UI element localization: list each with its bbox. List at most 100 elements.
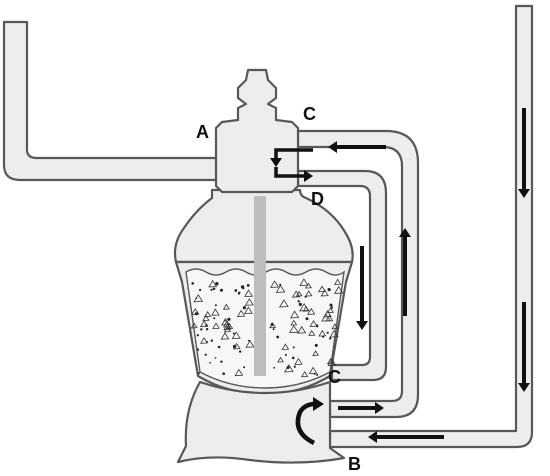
- sand-grain: [333, 285, 344, 294]
- sand-grain: [320, 289, 329, 297]
- sand-grain: [284, 353, 287, 356]
- sand-grain: [300, 371, 309, 378]
- sand-grain: [275, 284, 286, 293]
- sand-grain: [312, 350, 319, 356]
- sand-grain: [223, 323, 232, 330]
- label-c-bottom: C: [328, 367, 341, 387]
- sand-grain: [225, 322, 234, 330]
- sand-grain: [212, 287, 216, 291]
- sand-grain: [329, 303, 333, 307]
- sand-grain: [322, 335, 325, 338]
- sand-grain: [305, 290, 313, 297]
- valve-flow-arrows: [270, 148, 313, 182]
- sand-grain: [199, 288, 202, 292]
- sand-grain: [210, 339, 213, 342]
- sand-grain: [242, 306, 246, 310]
- sand-grain: [277, 356, 284, 363]
- sand-grain: [298, 302, 302, 306]
- sand-grain: [281, 343, 290, 351]
- sand-grain: [232, 332, 235, 335]
- sand-grain: [214, 357, 217, 359]
- sand-grain: [291, 290, 301, 298]
- sand-grain: [290, 319, 298, 326]
- sand-grain: [309, 320, 318, 327]
- sand-grain: [199, 337, 208, 344]
- sand-grain: [217, 345, 221, 349]
- sand-grain: [329, 337, 332, 340]
- sand-grain: [326, 357, 335, 365]
- sand-grain: [197, 372, 200, 375]
- sand-grain: [243, 306, 253, 314]
- pump-base: [176, 380, 346, 464]
- sand-grain: [236, 309, 246, 317]
- sand-grain: [327, 358, 337, 366]
- sand-grain: [270, 323, 274, 326]
- sand-grain: [283, 364, 294, 373]
- sand-grain: [227, 317, 231, 321]
- sand-grain: [200, 328, 203, 331]
- sand-grain: [220, 332, 230, 340]
- sand-grain: [313, 373, 316, 376]
- sand-grain: [243, 366, 246, 369]
- sand-grain: [246, 284, 250, 287]
- arrow-down-right-pipe-top: [518, 108, 530, 198]
- sand-grain: [292, 346, 295, 349]
- sand-grain: [190, 322, 198, 329]
- sand-grain: [205, 328, 209, 331]
- sand-grain: [195, 297, 198, 300]
- sand-grain: [294, 357, 303, 366]
- sand-grain: [196, 334, 199, 337]
- sand-grain: [326, 307, 335, 314]
- sand-grain: [220, 360, 223, 363]
- sand-grain: [327, 288, 331, 292]
- sand-grain: [232, 342, 241, 350]
- sand-grain: [304, 282, 312, 289]
- sand-grain: [222, 372, 225, 376]
- sand-grain: [329, 329, 339, 338]
- sand-grain: [299, 303, 309, 312]
- sand-grain: [244, 298, 254, 306]
- flow-arrows: [270, 108, 530, 446]
- sand-grain: [210, 288, 213, 291]
- label-b: B: [348, 454, 361, 474]
- center-standpipe: [254, 196, 266, 376]
- sand-grain: [270, 280, 280, 288]
- arrow-down-inner-loop: [356, 246, 368, 330]
- sand-grain: [203, 311, 212, 318]
- sand-grain: [245, 340, 255, 348]
- sand-grain: [278, 299, 289, 308]
- sand-grain: [305, 317, 309, 321]
- sand-grain: [316, 325, 319, 328]
- sand-grain: [212, 322, 220, 330]
- sand-grain: [288, 324, 299, 334]
- label-c-top: C: [303, 104, 316, 124]
- sand-grain: [299, 278, 309, 286]
- sand-grain: [293, 365, 296, 368]
- sand-grain: [204, 353, 207, 356]
- sand-grain: [191, 282, 194, 285]
- arrow-down-right-pipe-bottom: [518, 302, 530, 392]
- sand-grain: [289, 310, 300, 319]
- sand-grain: [234, 289, 238, 292]
- inlet-pipe-A: [2, 20, 224, 182]
- sand-grain: [240, 285, 245, 289]
- sand-grain: [239, 350, 242, 353]
- sand-grain: [215, 282, 219, 286]
- label-d: D: [311, 189, 324, 209]
- sand-grain: [308, 329, 316, 336]
- sand-grain: [316, 373, 319, 376]
- sand-grain: [202, 314, 210, 322]
- arrow-left-bottom-pipe: [368, 431, 444, 443]
- sand-grain: [297, 325, 307, 334]
- sand-grain: [333, 278, 342, 285]
- sand-grain: [222, 303, 230, 310]
- sand-grain: [194, 312, 198, 316]
- sand-grain: [318, 329, 327, 337]
- valve-head: [214, 68, 300, 194]
- sand-grain: [286, 366, 290, 369]
- sand-grain: [214, 304, 217, 307]
- sand-grain: [208, 279, 218, 288]
- sand-grain: [199, 320, 209, 328]
- sand-grain: [308, 366, 318, 374]
